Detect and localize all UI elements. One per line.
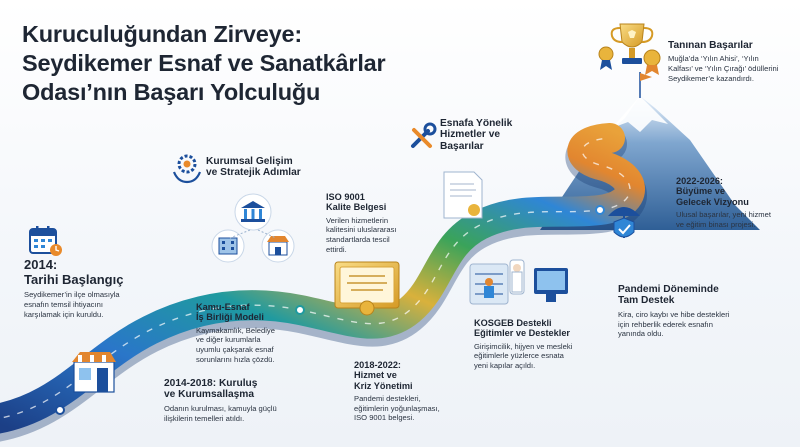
iso-heading-2: Kalite Belgesi: [326, 202, 387, 213]
store-icon: [261, 229, 295, 263]
taninan-heading: Tanınan Başarılar: [668, 40, 753, 51]
milestone-2014-2018: 2014-2018: Kuruluş ve Kurumsallaşma Odan…: [164, 378, 324, 423]
title-line-1: Kuruculuğundan Zirveye:: [22, 21, 303, 47]
title-line-3: Odası’nın Başarı Yolculuğu: [22, 79, 321, 105]
milestone-taninan-basarilar: Tanınan Başarılar Muğla’da ‘Yılın Ahisi’…: [668, 40, 798, 84]
gov-building-icon: [234, 193, 272, 231]
milestone-2014-2018-text: Odanın kurulması, kamuyla güçlü ilişkile…: [164, 403, 277, 423]
page-title: Kuruculuğundan Zirveye: Seydikemer Esnaf…: [22, 20, 386, 107]
pandemi-heading-1: Pandemi Döneminde: [618, 284, 719, 295]
milestone-2014-heading-2: Tarihi Başlangıç: [24, 271, 124, 287]
tools-icon: [411, 122, 437, 148]
milestone-2014-heading-1: 2014:: [24, 257, 58, 272]
esnafa-heading-1: Esnafa Yönelik: [440, 118, 513, 129]
m2018-text: Pandemi destekleri, eğitimlerin yoğunlaş…: [354, 393, 440, 423]
milestone-2022-2026: 2022-2026: Büyüme ve Gelecek Vizyonu Ulu…: [676, 176, 796, 229]
worker-scene-icon: [469, 259, 568, 305]
kosgeb-text: Girişimcilik, hijyen ve mesleki eğitimle…: [474, 341, 573, 371]
title-line-2: Seydikemer Esnaf ve Sanatkârlar: [22, 50, 386, 76]
flag-icon: [639, 72, 652, 98]
kosgeb-heading-1: KOSGEB Destekli: [474, 318, 552, 328]
milestone-2014-text: Seydikemer’in ilçe olmasıyla esnafın tem…: [24, 290, 120, 319]
office-building-icon: [211, 229, 245, 263]
esnafa-heading-3: Başarılar: [440, 140, 484, 152]
kamu-heading-2: İş Birliği Modeli: [196, 312, 264, 323]
m2018-heading-2: Hizmet ve: [354, 370, 397, 381]
iso-heading-1: ISO 9001: [326, 192, 365, 202]
pandemi-heading-2: Tam Destek: [618, 295, 675, 307]
milestone-esnafa-yonelik: Esnafa Yönelik Hizmetler ve Başarılar: [440, 118, 570, 152]
milestone-2018-2022: 2018-2022: Hizmet ve Kriz Yönetimi Pande…: [354, 360, 474, 423]
gear-hands-icon: [172, 154, 202, 184]
taninan-text: Muğla’da ‘Yılın Ahisi’, ‘Yılın Kalfası’ …: [668, 54, 779, 83]
milestone-kurumsal: Kurumsal Gelişim ve Stratejik Adımlar: [206, 156, 356, 179]
kamu-heading-1: Kamu-Esnaf: [196, 302, 250, 312]
milestone-2014: 2014: Tarihi Başlangıç Seydikemer’in ilç…: [24, 257, 174, 319]
milestone-dot-2018: [295, 305, 305, 315]
milestone-2014-2018-heading-2: ve Kurumsallaşma: [164, 389, 255, 401]
m2022-text: Ulusal başarılar, yeni hizmet ve eğitim …: [676, 209, 771, 229]
kurumsal-heading-2: ve Stratejik Adımlar: [206, 167, 301, 179]
pandemi-text: Kira, ciro kaybı ve hibe destekleri için…: [618, 309, 730, 339]
m2022-heading-1: 2022-2026:: [676, 176, 723, 186]
iso-text: Verilen hizmetlerin kalitesini uluslarar…: [326, 215, 397, 254]
m2018-heading-1: 2018-2022:: [354, 360, 401, 370]
m2022-heading-2: Büyüme ve: [676, 186, 726, 197]
milestone-iso-9001: ISO 9001 Kalite Belgesi Verilen hizmetle…: [326, 192, 446, 254]
milestone-kosgeb: KOSGEB Destekli Eğitimler ve Destekler G…: [474, 318, 614, 371]
certificate-icon: [334, 261, 400, 316]
document-icon: [443, 171, 483, 219]
milestone-2014-2018-heading-1: 2014-2018: Kuruluş: [164, 378, 258, 389]
kurumsal-heading-1: Kurumsal Gelişim: [206, 156, 293, 167]
milestone-kamu-esnaf: Kamu-Esnaf İş Birliği Modeli Kaymakamlık…: [196, 302, 326, 364]
milestone-dot-2022: [595, 205, 605, 215]
shop-icon: [72, 352, 116, 393]
umbrella-shield-icon: [608, 207, 640, 238]
kosgeb-heading-2: Eğitimler ve Destekler: [474, 328, 571, 339]
m2022-heading-3: Gelecek Vizyonu: [676, 196, 749, 207]
m2018-heading-3: Kriz Yönetimi: [354, 380, 413, 391]
esnafa-heading-2: Hizmetler ve: [440, 129, 501, 141]
milestone-pandemi: Pandemi Döneminde Tam Destek Kira, ciro …: [618, 284, 788, 339]
milestone-dot-2014: [55, 405, 65, 415]
trophy-icon: [598, 23, 661, 75]
kamu-text: Kaymakamlık, Belediye ve diğer kurumlarl…: [196, 325, 275, 364]
calendar-icon: [29, 226, 62, 256]
